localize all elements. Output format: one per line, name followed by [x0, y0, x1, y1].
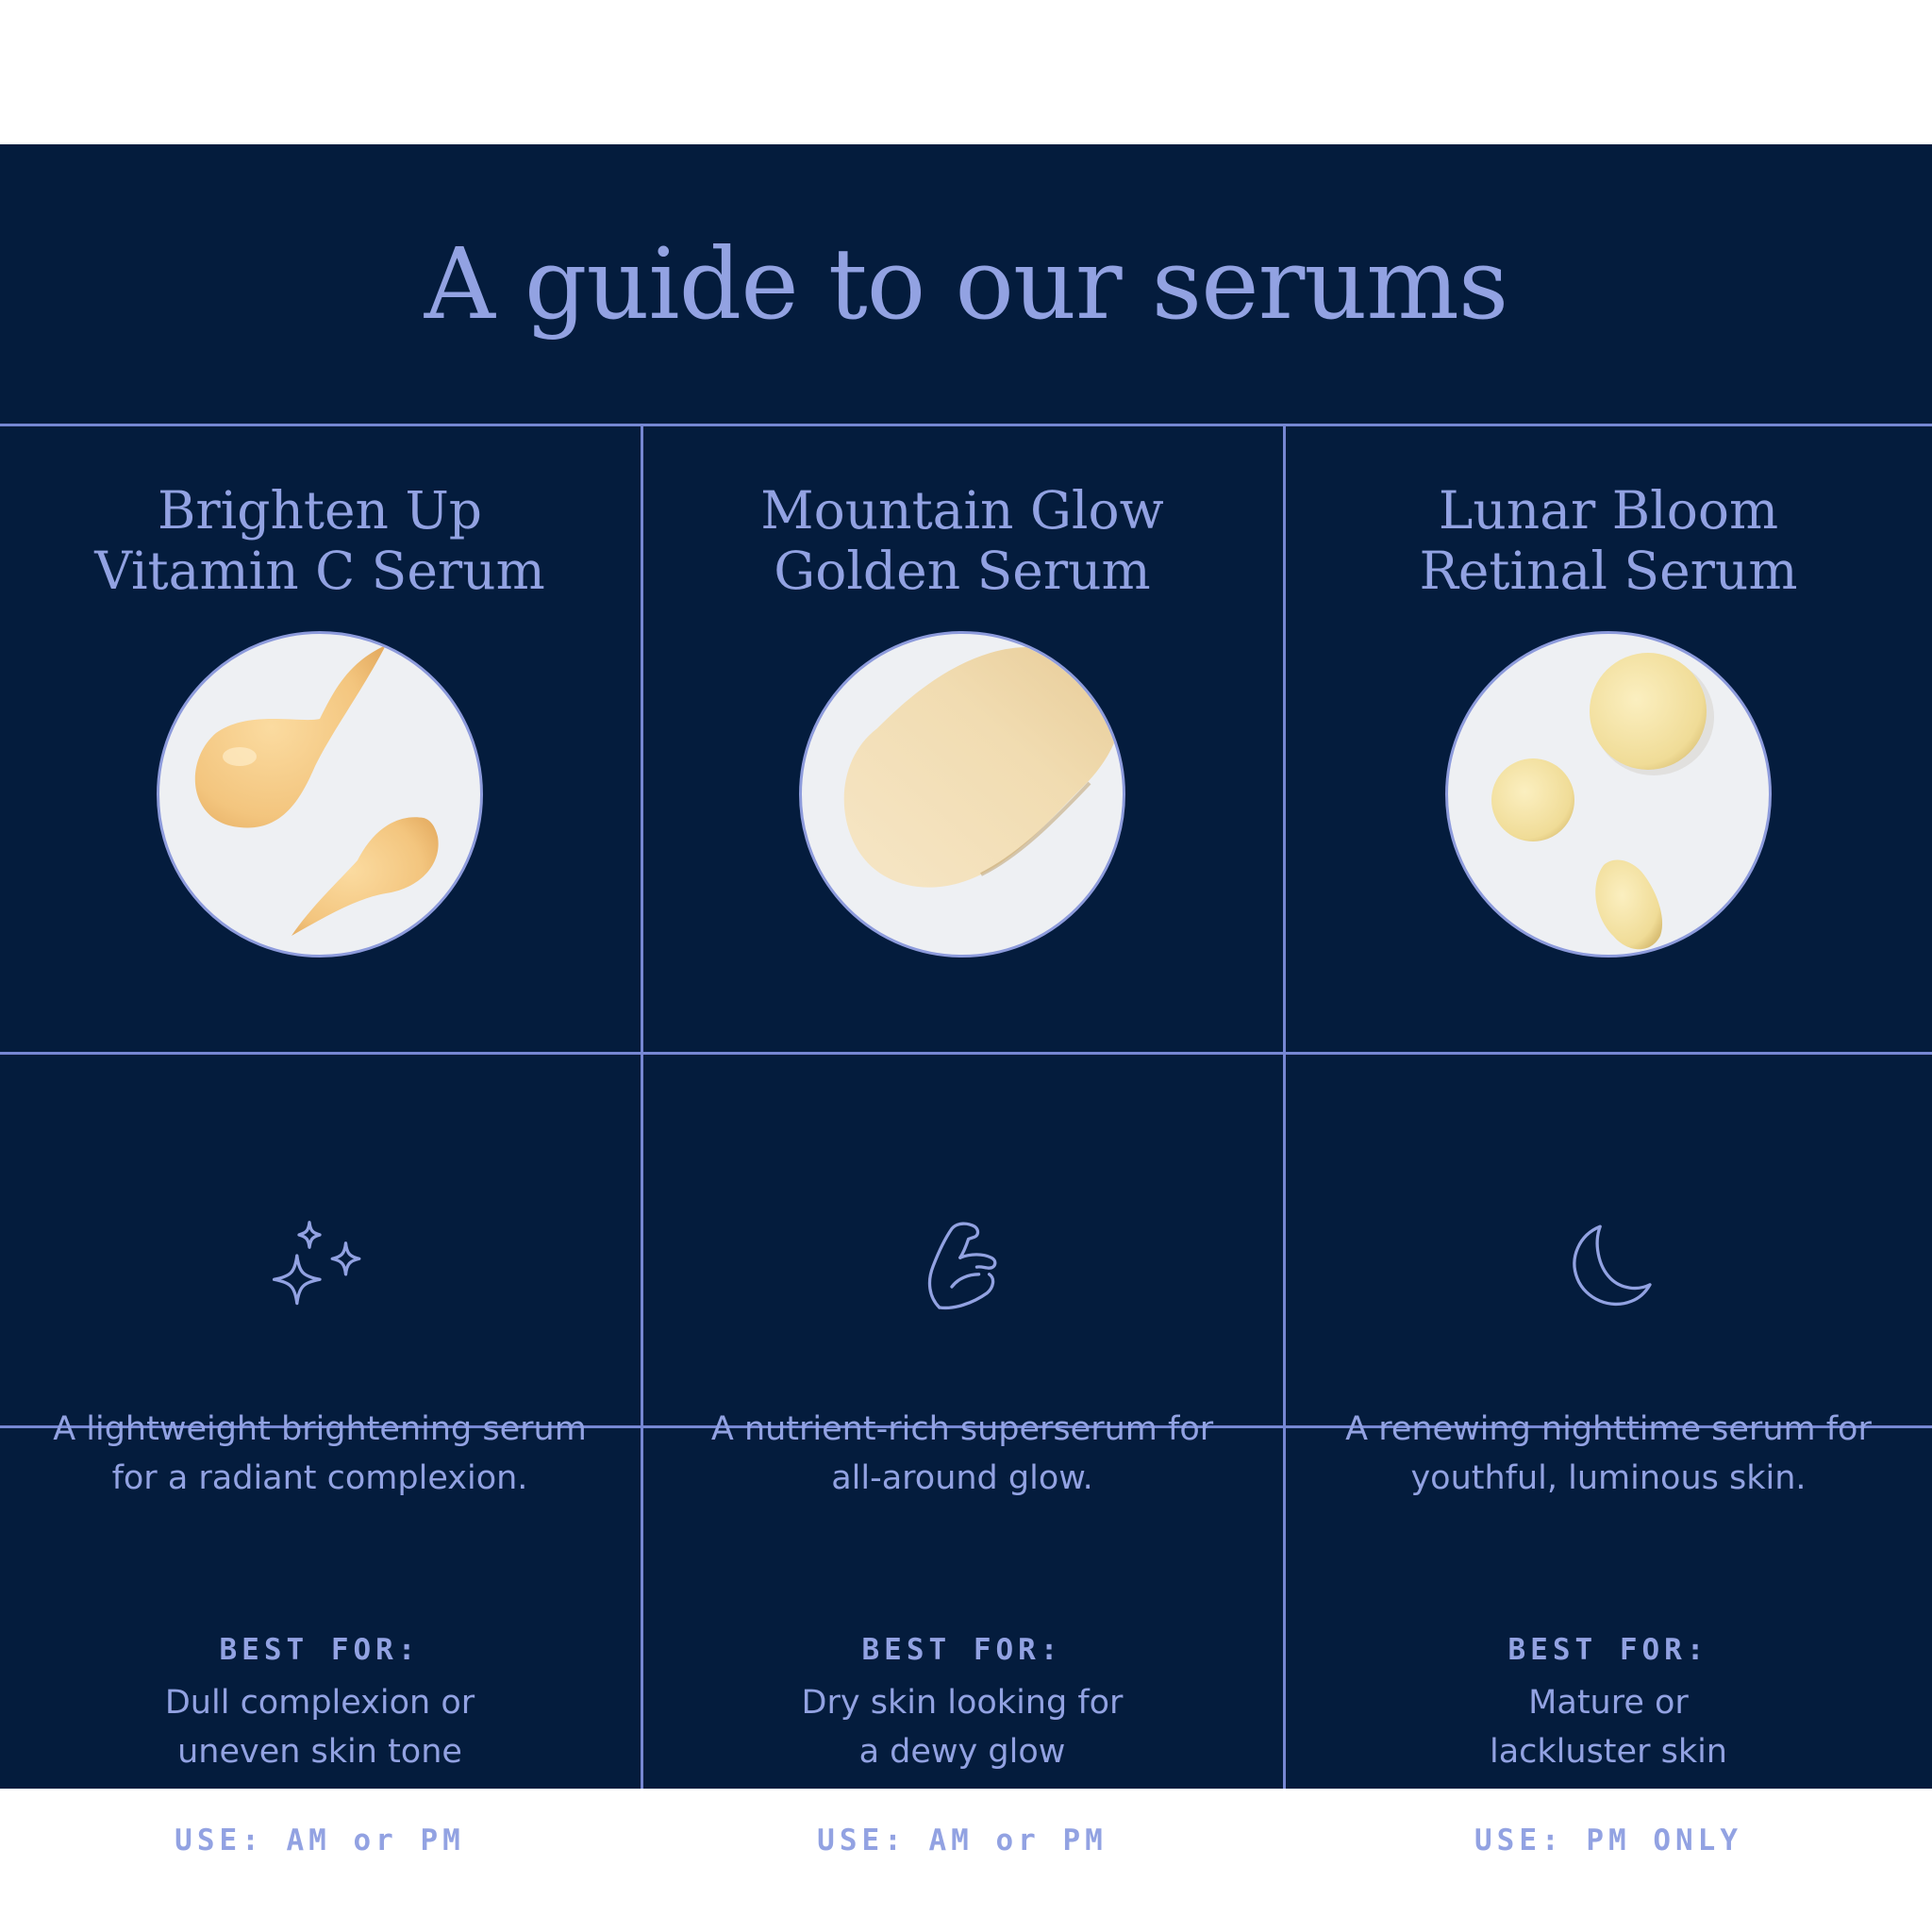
flexed-arm-icon — [910, 1214, 1014, 1318]
best-for-value: Dull complexion or uneven skin tone — [164, 1684, 475, 1771]
best-for-value: Mature or lackluster skin — [1489, 1684, 1727, 1771]
serum-description: A lightweight brightening serum for a ra… — [53, 1410, 587, 1497]
best-for-label: BEST FOR: — [861, 1633, 1063, 1667]
divider — [0, 424, 1932, 426]
usage-time: USE: PM ONLY — [1474, 1824, 1742, 1857]
serum-name: Brighten Up Vitamin C Serum — [94, 480, 545, 601]
divider — [0, 1052, 1932, 1055]
divider — [1283, 424, 1286, 1789]
best-for-label: BEST FOR: — [219, 1633, 421, 1667]
serum-name: Lunar Bloom Retinal Serum — [1419, 480, 1798, 601]
best-for-value: Dry skin looking for a dewy glow — [801, 1684, 1124, 1771]
serum-texture-image — [799, 631, 1125, 958]
sparkles-icon — [268, 1214, 372, 1318]
best-for-label: BEST FOR: — [1507, 1633, 1709, 1667]
divider — [0, 1425, 1932, 1428]
usage-time: USE: AM or PM — [817, 1824, 1108, 1857]
page-title: A guide to our serums — [424, 226, 1509, 341]
serum-column-brighten-up: Brighten Up Vitamin C Serum — [0, 424, 640, 1857]
serum-texture-image — [1445, 631, 1772, 958]
serum-column-lunar-bloom: Lunar Bloom Retinal Serum — [1285, 424, 1932, 1857]
divider — [641, 424, 643, 1789]
serum-name: Mountain Glow Golden Serum — [760, 480, 1164, 601]
serum-texture-image — [157, 631, 483, 958]
serum-description: A renewing nighttime serum for youthful,… — [1345, 1410, 1872, 1497]
serum-description: A nutrient-rich superserum for all-aroun… — [710, 1410, 1214, 1497]
serum-guide-panel: A guide to our serums Brighten Up Vitami… — [0, 144, 1932, 1857]
crescent-moon-icon — [1557, 1214, 1660, 1318]
serum-column-mountain-glow: Mountain Glow Golden Serum — [642, 424, 1282, 1857]
usage-time: USE: AM or PM — [175, 1824, 465, 1857]
